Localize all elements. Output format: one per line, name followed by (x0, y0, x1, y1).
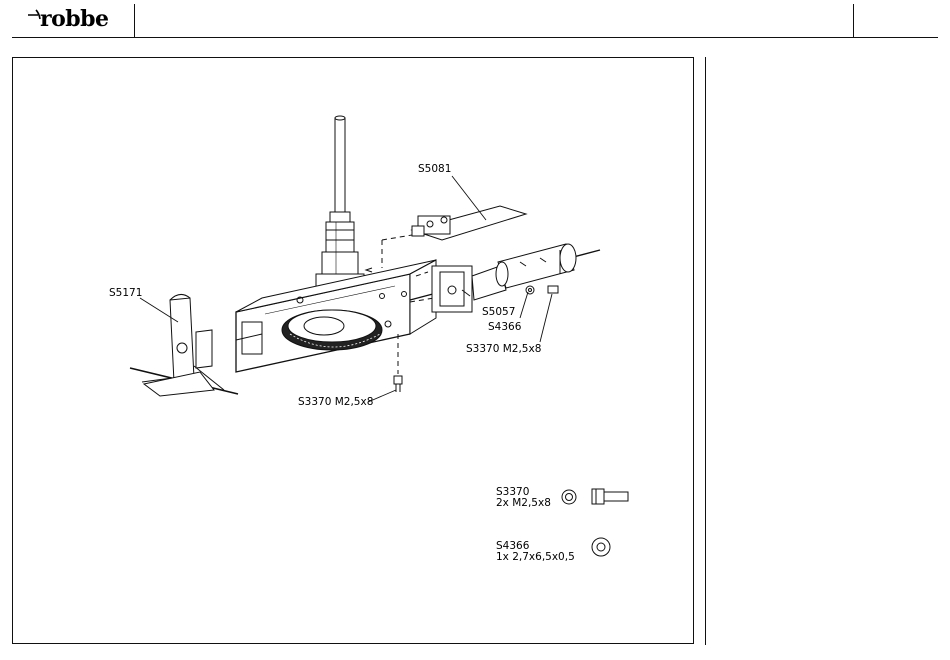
callout-s3370-right: S3370 M2,5x8 (466, 344, 541, 355)
motor-cylinder (496, 244, 576, 288)
hex-nut-icon (562, 490, 576, 504)
main-shaft (316, 116, 364, 286)
legend-part-spec: 1x 2,7x6,5x0,5 (496, 552, 575, 563)
callout-s5057: S5057 (482, 307, 515, 318)
legend-part-spec: 2x M2,5x8 (496, 498, 551, 509)
tail-fasteners (526, 286, 558, 294)
legend-item-s3370: S3370 2x M2,5x8 (496, 487, 551, 509)
arrow-mark (366, 268, 372, 272)
crown-gear (282, 310, 382, 350)
callout-s4366: S4366 (488, 322, 521, 333)
landing-stand (130, 294, 238, 396)
washer-icon (592, 538, 610, 556)
cap-screw-icon (592, 489, 628, 504)
mounting-plate (412, 206, 526, 240)
callout-s5171: S5171 (109, 288, 142, 299)
callout-s5081: S5081 (418, 164, 451, 175)
bottom-screw (394, 376, 402, 392)
legend-item-s4366: S4366 1x 2,7x6,5x0,5 (496, 541, 575, 563)
callout-s3370-bottom: S3370 M2,5x8 (298, 397, 373, 408)
